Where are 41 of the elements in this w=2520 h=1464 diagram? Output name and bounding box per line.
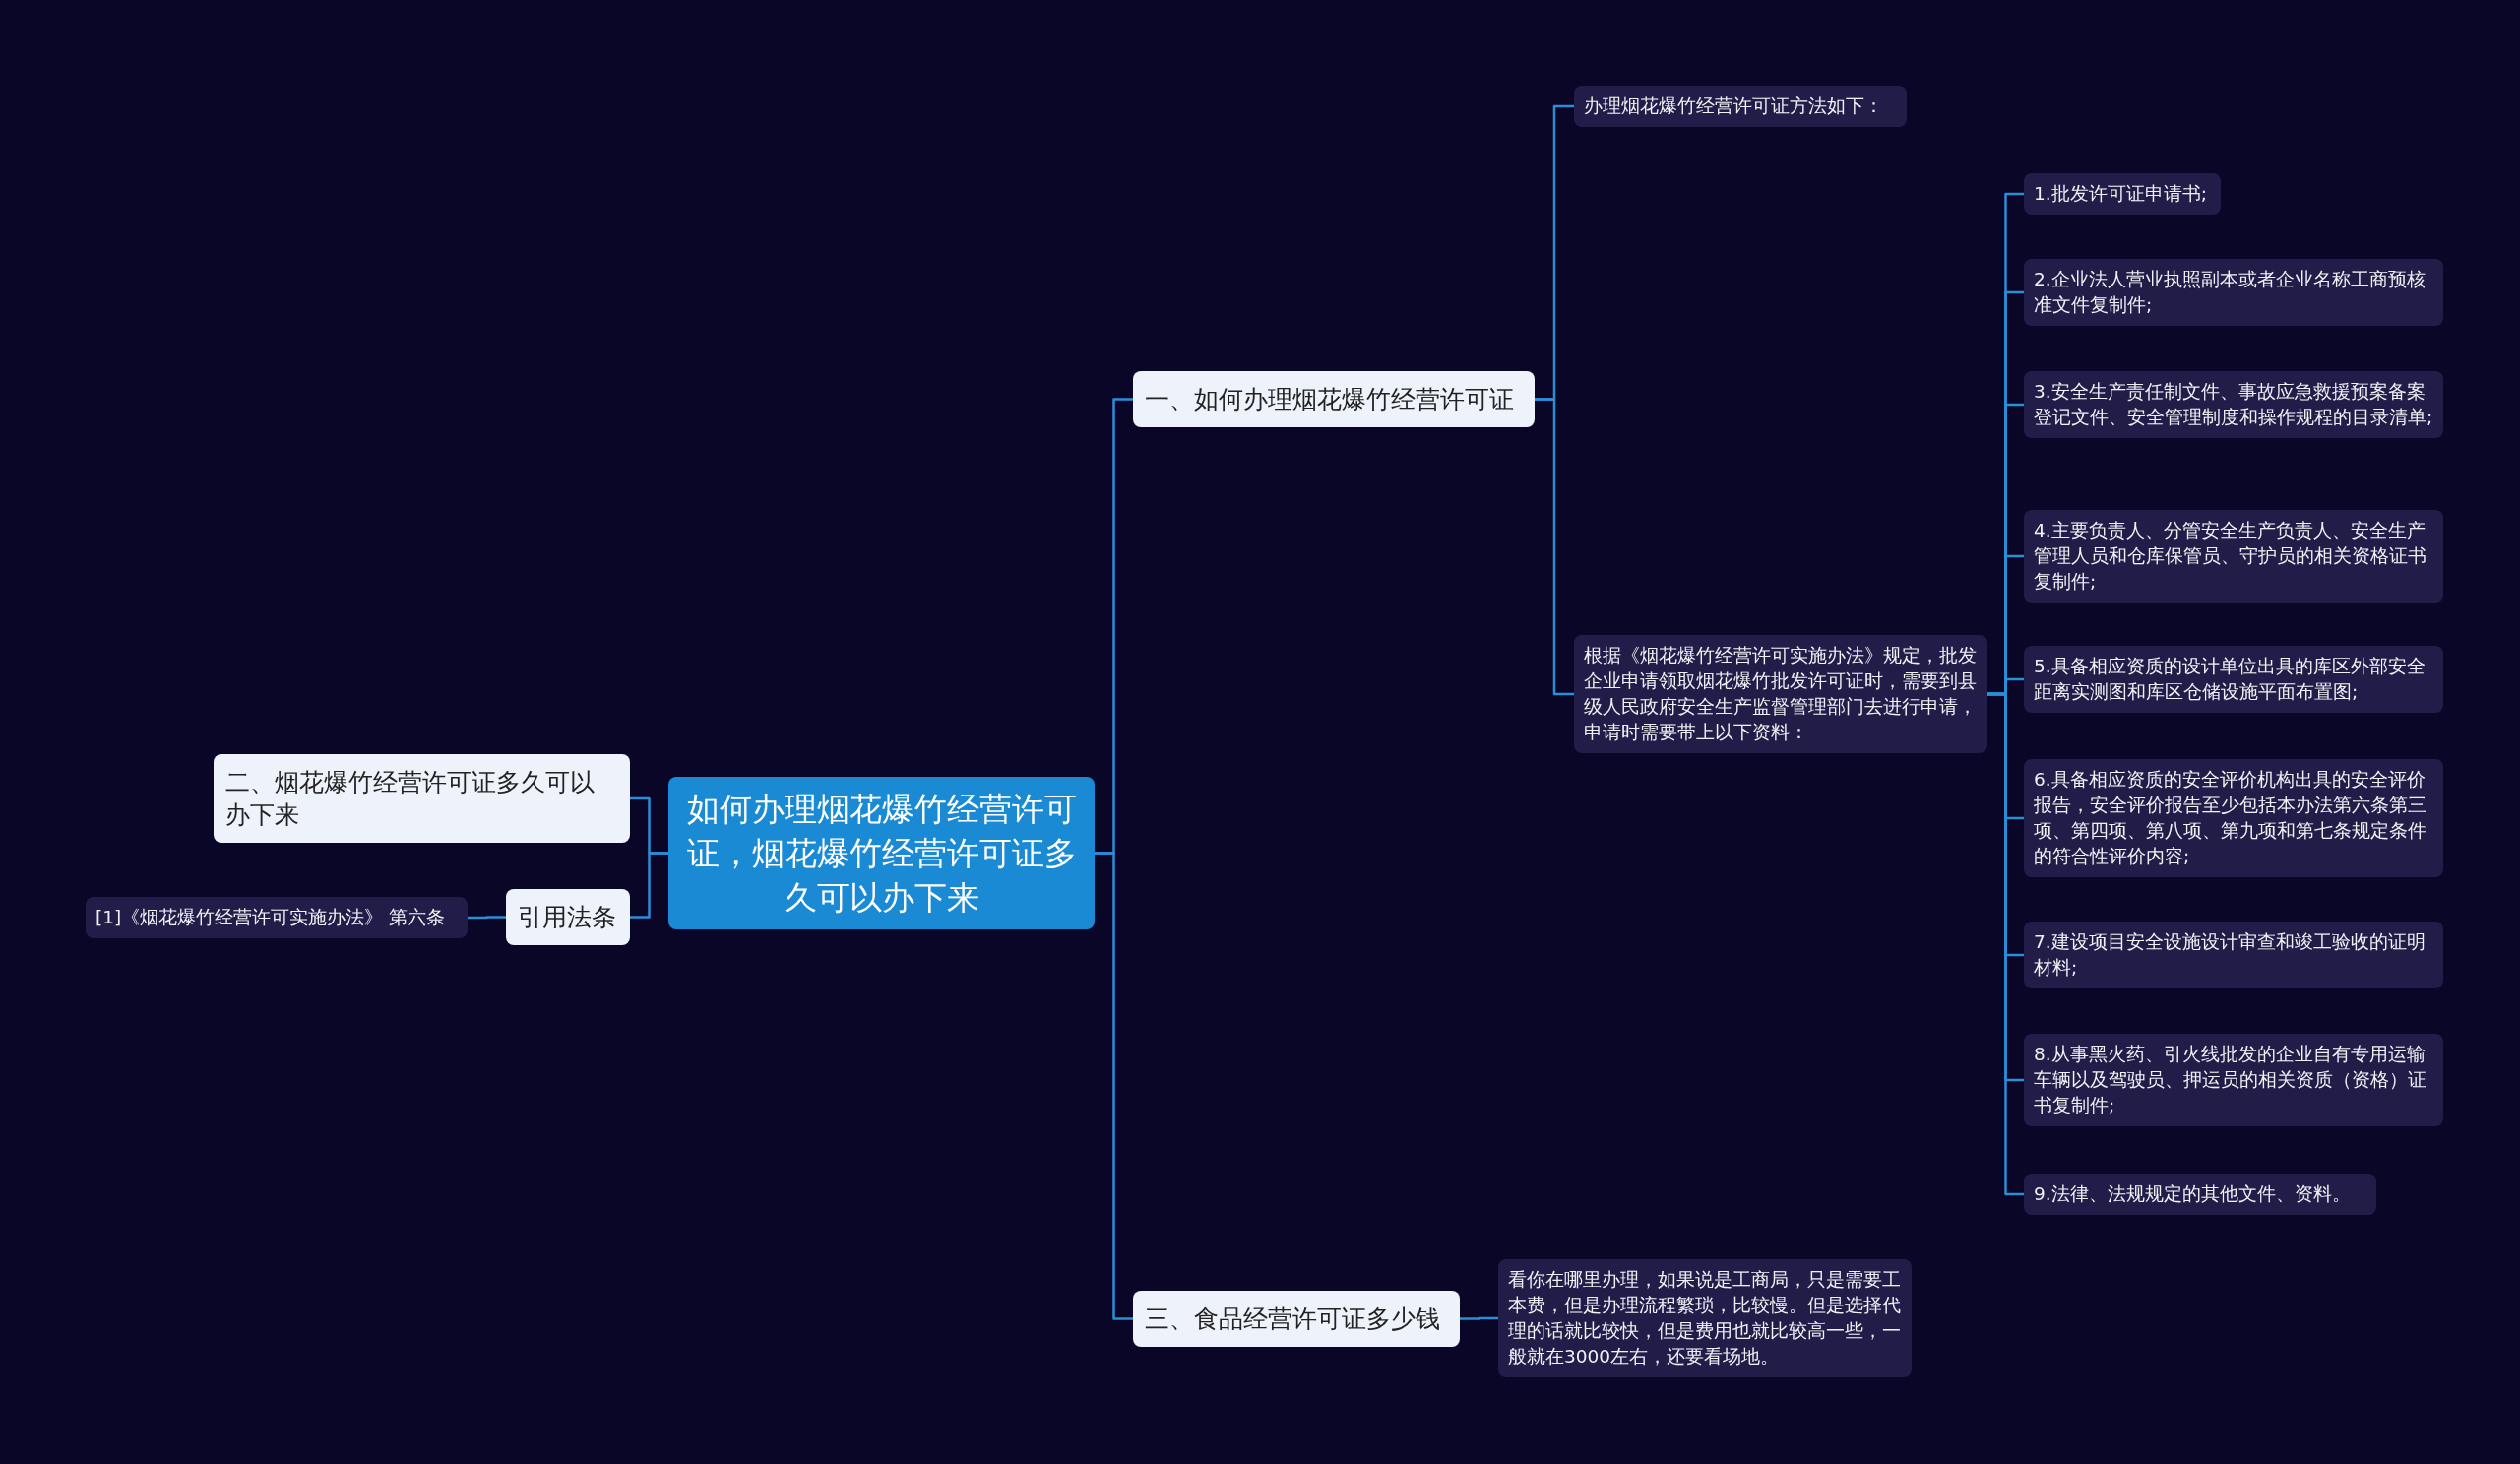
branch-topic-box (1133, 371, 1535, 427)
detail-box (2024, 1174, 2376, 1215)
detail-text: 3.安全生产责任制文件、事故应急救援预案备案登记文件、安全管理制度和操作规程的目录清单; (2034, 380, 2433, 429)
connector-line (468, 916, 506, 920)
detail-box (2024, 510, 2443, 603)
central-topic-text: 如何办理烟花爆竹经营许可证，烟花爆竹经营许可证多久可以办下来 (685, 789, 1078, 919)
connector-line (1095, 852, 1133, 1320)
detail-box (86, 897, 468, 938)
detail-text: 5.具备相应资质的设计单位出具的库区外部安全距离实测图和库区仓储设施平面布置图; (2034, 655, 2426, 704)
connector-line (630, 852, 668, 919)
detail-box (1574, 635, 1987, 753)
detail-box (2024, 646, 2443, 713)
detail-box (2024, 922, 2443, 988)
branch-topic-text: 二、烟花爆竹经营许可证多久可以办下来 (225, 767, 596, 831)
connector-line (1535, 398, 1574, 696)
central-topic-box (668, 777, 1095, 929)
detail-text: 8.从事黑火药、引火线批发的企业自有专用运输车辆以及驾驶员、押运员的相关资质（资格）证书复制件; (2034, 1043, 2427, 1117)
branch-topic-text: 引用法条 (518, 902, 617, 933)
detail-text: 1.批发许可证申请书; (2034, 182, 2208, 206)
branch-topic-box (506, 889, 630, 945)
detail-text: 看你在哪里办理，如果说是工商局，只是需要工本费，但是办理流程繁琐，比较慢。但是选择代理的话就比较快，但是费用也就比较高一些，一般就在3000左右，还要看场地。 (1508, 1268, 1902, 1369)
detail-text: 6.具备相应资质的安全评价机构出具的安全评价报告，安全评价报告至少包括本办法第六条第三项、第四项、第八项、第九项和第七条规定条件的符合性评价内容; (2034, 768, 2427, 868)
detail-box (1574, 86, 1907, 127)
detail-box (1498, 1259, 1912, 1377)
detail-text: 办理烟花爆竹经营许可证方法如下： (1584, 95, 1884, 118)
detail-text: 7.建设项目安全设施设计审查和竣工验收的证明材料; (2034, 930, 2426, 980)
branch-topic-text: 一、如何办理烟花爆竹经营许可证 (1145, 384, 1515, 415)
detail-box (2024, 371, 2443, 438)
detail-box (2024, 173, 2221, 215)
detail-text: 2.企业法人营业执照副本或者企业名称工商预核准文件复制件; (2034, 268, 2426, 317)
detail-box (2024, 259, 2443, 326)
detail-text: [1]《烟花爆竹经营许可实施办法》 第六条 (95, 906, 447, 929)
connector-line (1460, 1316, 1498, 1320)
detail-box (2024, 1034, 2443, 1126)
detail-text: 根据《烟花爆竹经营许可实施办法》规定，批发企业申请领取烟花爆竹批发许可证时，需要到县级人民政府安全生产监督管理部门去进行申请，申请时需要带上以下资料： (1584, 644, 1978, 744)
detail-text: 9.法律、法规规定的其他文件、资料。 (2034, 1182, 2352, 1206)
detail-text: 4.主要负责人、分管安全生产负责人、安全生产管理人员和仓库保管员、守护员的相关资格证书复制件; (2034, 519, 2427, 594)
branch-topic-text: 三、食品经营许可证多少钱 (1145, 1304, 1441, 1335)
branch-topic-box (1133, 1291, 1460, 1347)
detail-box (2024, 759, 2443, 877)
branch-topic-box (214, 754, 630, 843)
